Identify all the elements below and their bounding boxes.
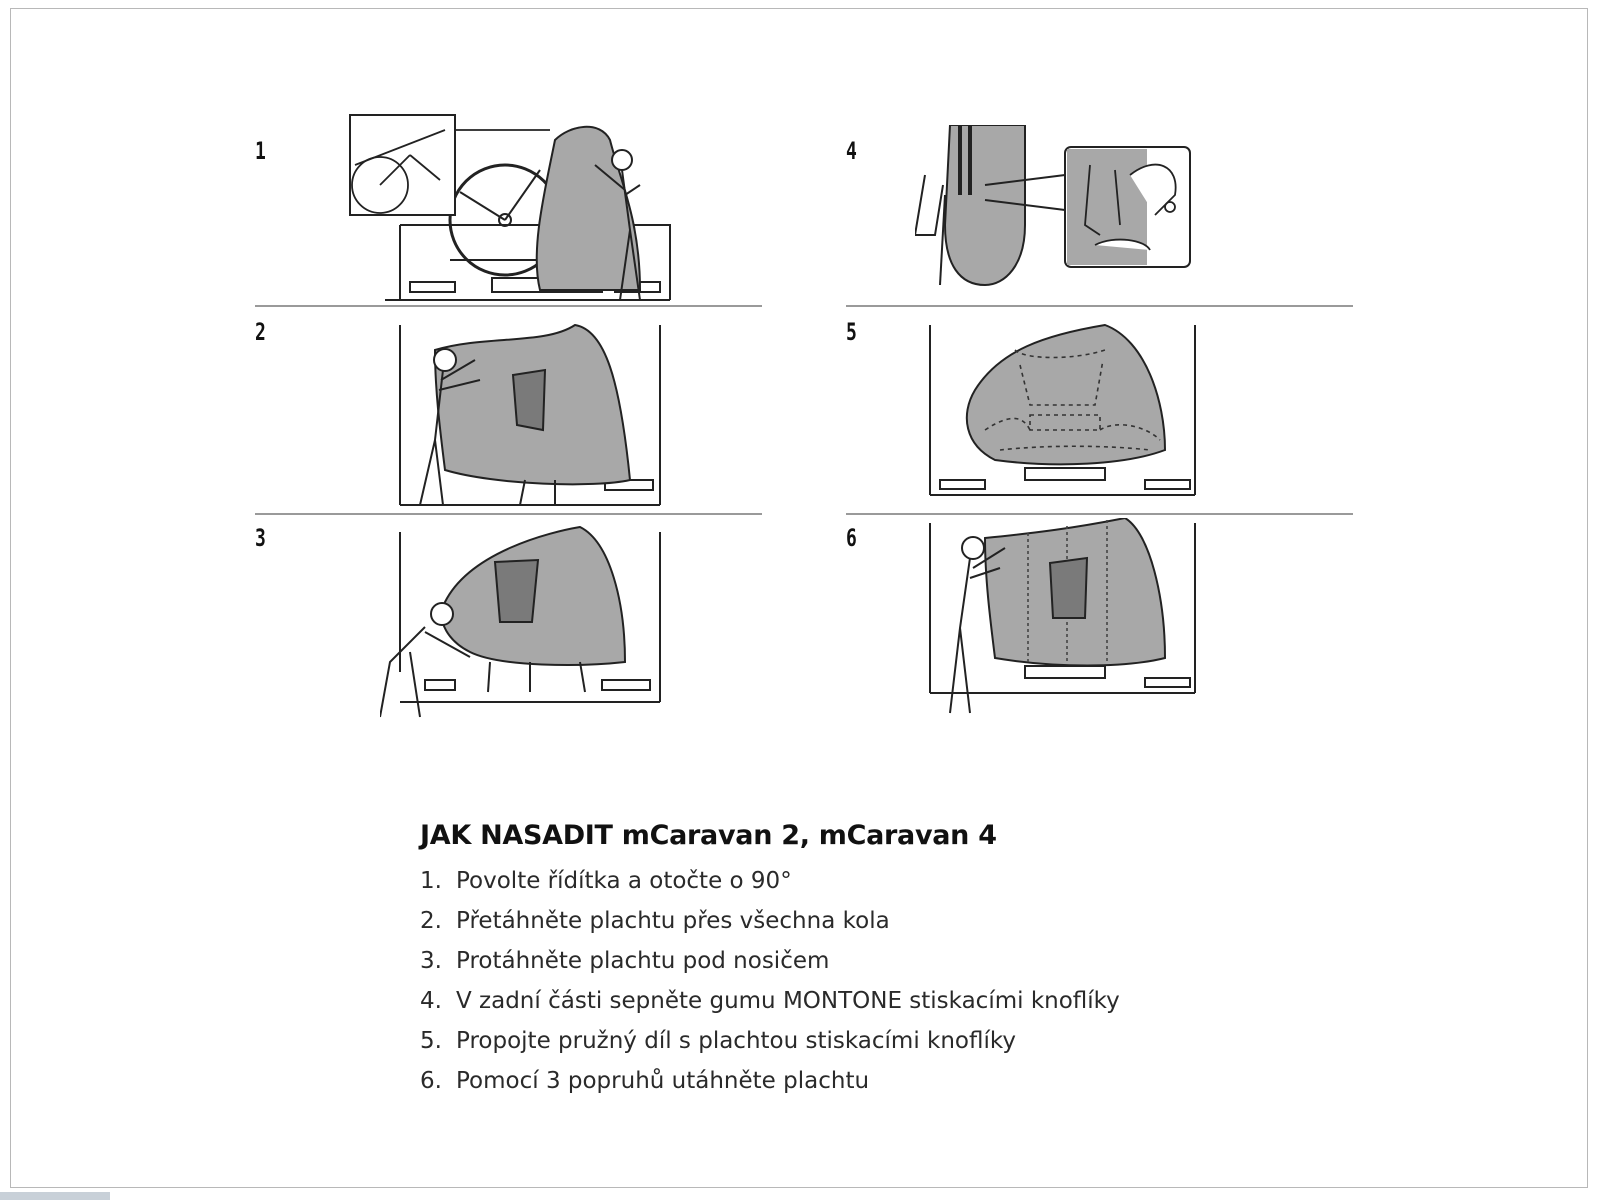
- step-6-illustration: [929, 518, 1196, 714]
- step-4-illustration: [915, 125, 1191, 287]
- instructions-block: JAK NASADIT mCaravan 2, mCaravan 4 1. Pov…: [420, 820, 1220, 1101]
- step-number-6: 6: [846, 524, 857, 552]
- instruction-text: Pomocí 3 popruhů utáhněte plachtu: [456, 1068, 870, 1094]
- step-number-4: 4: [846, 137, 857, 165]
- instructions-title: JAK NASADIT mCaravan 2, mCaravan 4: [420, 820, 997, 851]
- instruction-text: Protáhněte plachtu pod nosičem: [456, 948, 830, 974]
- instruction-item-5: 5. Propojte pružný díl s plachtou stiskac…: [420, 1021, 1220, 1061]
- instruction-number: 1.: [420, 868, 442, 894]
- instruction-item-6: 6. Pomocí 3 popruhů utáhněte plachtu: [420, 1061, 1220, 1101]
- instruction-text: V zadní části sepněte gumu MONTONE stisk…: [456, 988, 1120, 1014]
- step-2-illustration: [399, 323, 661, 506]
- instruction-item-2: 2. Přetáhněte plachtu přes všechna kola: [420, 901, 1220, 941]
- instruction-text: Přetáhněte plachtu přes všechna kola: [456, 908, 890, 934]
- step-number-2: 2: [255, 318, 266, 346]
- step-number-5: 5: [846, 318, 857, 346]
- divider-left-2: [255, 513, 762, 515]
- step-1-illustration: [349, 114, 671, 301]
- divider-right-1: [846, 305, 1353, 307]
- instruction-item-1: 1. Povolte řídítka a otočte o 90°: [420, 861, 1220, 901]
- instruction-number: 6.: [420, 1068, 442, 1094]
- step-number-1: 1: [255, 137, 266, 165]
- instruction-number: 4.: [420, 988, 442, 1014]
- step-3-illustration: [380, 525, 661, 718]
- step-number-3: 3: [255, 524, 266, 552]
- instructions-list: 1. Povolte řídítka a otočte o 90° 2. Přetá…: [420, 861, 1220, 1101]
- document-frame: [10, 8, 1588, 1188]
- scrollbar-thumb[interactable]: [0, 1192, 110, 1200]
- instruction-text: Propojte pružný díl s plachtou stiskacím…: [456, 1028, 1016, 1054]
- instruction-text: Povolte řídítka a otočte o 90°: [456, 868, 792, 894]
- divider-left-1: [255, 305, 762, 307]
- instruction-number: 5.: [420, 1028, 442, 1054]
- instruction-item-3: 3. Protáhněte plachtu pod nosičem: [420, 941, 1220, 981]
- step-5-illustration: [929, 323, 1196, 496]
- instruction-number: 2.: [420, 908, 442, 934]
- instruction-item-4: 4. V zadní části sepněte gumu MONTONE sti…: [420, 981, 1220, 1021]
- divider-right-2: [846, 513, 1353, 515]
- instruction-number: 3.: [420, 948, 442, 974]
